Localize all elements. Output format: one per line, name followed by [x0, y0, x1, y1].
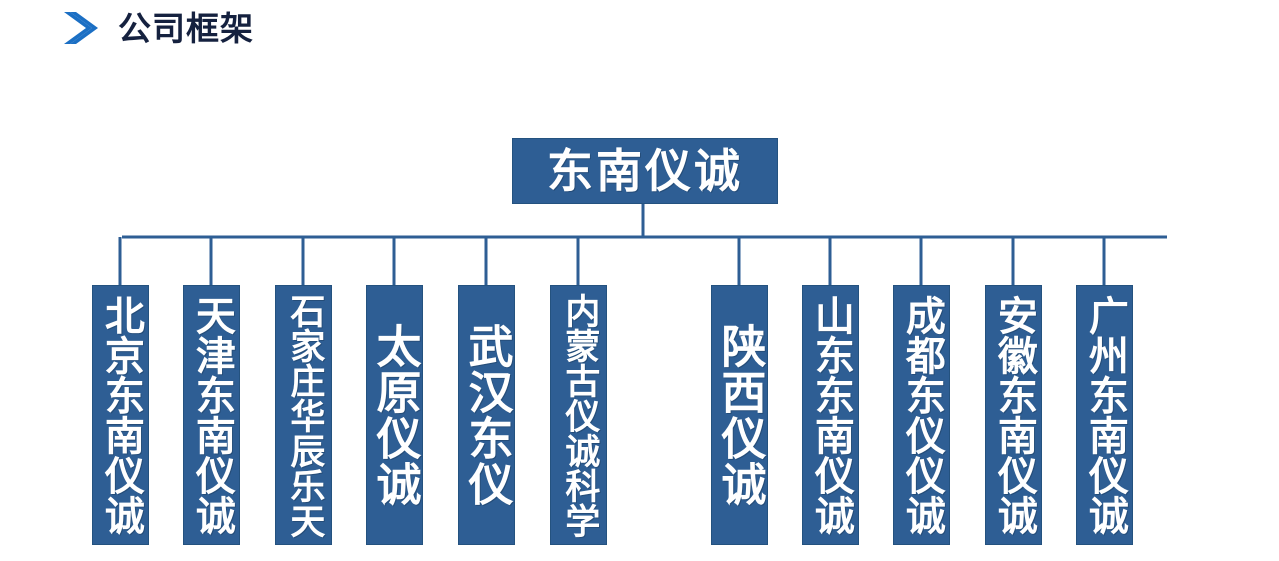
org-node-child[interactable]: 内蒙古仪诚科学: [550, 285, 607, 545]
org-node-child-label: 成都东仪仪诚: [898, 295, 945, 535]
org-node-child-label: 山东东南仪诚: [807, 295, 854, 535]
org-node-child[interactable]: 广州东南仪诚: [1076, 285, 1133, 545]
org-node-child[interactable]: 北京东南仪诚: [92, 285, 149, 545]
org-node-child[interactable]: 武汉东仪: [458, 285, 515, 545]
org-node-child-label: 天津东南仪诚: [188, 295, 235, 535]
org-node-child[interactable]: 安徽东南仪诚: [985, 285, 1042, 545]
org-node-child[interactable]: 太原仪诚: [366, 285, 423, 545]
org-node-child[interactable]: 陕西仪诚: [711, 285, 768, 545]
org-node-child-label: 武汉东仪: [460, 323, 514, 507]
org-node-child-label: 北京东南仪诚: [97, 295, 144, 535]
org-node-child-label: 广州东南仪诚: [1081, 295, 1128, 535]
org-node-child[interactable]: 石家庄华辰乐天: [275, 285, 332, 545]
page-header: 公司框架: [58, 8, 254, 48]
org-node-child-label: 陕西仪诚: [713, 323, 767, 507]
org-node-child-label: 太原仪诚: [368, 323, 422, 507]
org-node-child-label: 石家庄华辰乐天: [284, 292, 325, 538]
org-node-child[interactable]: 成都东仪仪诚: [893, 285, 950, 545]
org-node-root[interactable]: 东南仪诚: [512, 138, 778, 204]
org-node-child-label: 内蒙古仪诚科学: [559, 292, 600, 538]
org-node-child[interactable]: 天津东南仪诚: [183, 285, 240, 545]
chevron-right-icon: [64, 12, 98, 44]
org-node-child[interactable]: 山东东南仪诚: [802, 285, 859, 545]
org-node-root-label: 东南仪诚: [547, 144, 743, 198]
org-node-child-label: 安徽东南仪诚: [990, 295, 1037, 535]
page-title: 公司框架: [118, 8, 254, 48]
